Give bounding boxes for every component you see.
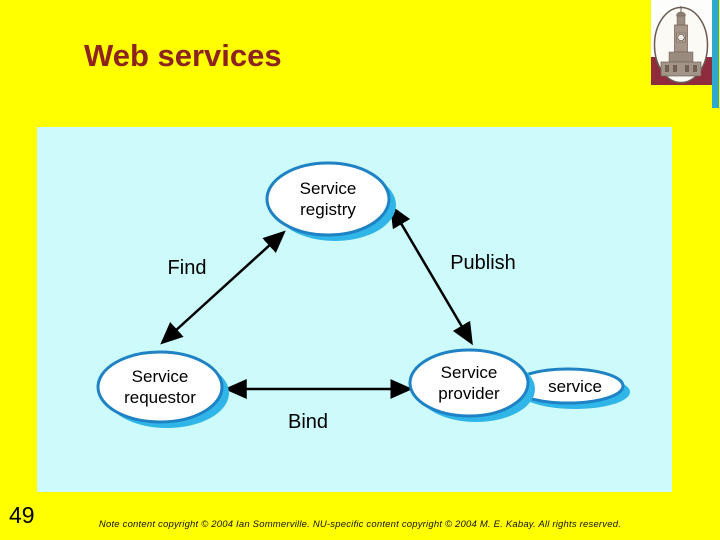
logo-blue-stripe xyxy=(712,0,719,108)
service-node-label: service xyxy=(548,377,602,396)
service-registry-node xyxy=(265,161,391,237)
service-provider-label-line1: Service xyxy=(441,363,498,382)
diagram-canvas: Find Publish Bind service Service provid… xyxy=(96,161,630,433)
find-label: Find xyxy=(168,257,207,279)
page-number: 49 xyxy=(9,502,35,528)
publish-arrow xyxy=(390,204,473,346)
university-seal-logo-graphic xyxy=(651,0,719,108)
service-requestor-node xyxy=(96,350,224,424)
university-seal-logo xyxy=(651,0,720,112)
web-services-diagram: Find Publish Bind service Service provid… xyxy=(37,127,672,492)
service-registry-label-line1: Service xyxy=(300,179,357,198)
find-arrow xyxy=(160,230,286,345)
slide-title: Web services xyxy=(84,38,282,73)
service-requestor-label-line2: requestor xyxy=(124,388,196,407)
bind-label: Bind xyxy=(288,411,328,433)
service-requestor-label-line1: Service xyxy=(132,367,189,386)
footer-copyright: Note content copyright © 2004 Ian Sommer… xyxy=(98,519,622,530)
clock-tower-icon xyxy=(660,6,702,77)
service-registry-label-line2: registry xyxy=(300,200,356,219)
service-provider-node xyxy=(408,348,530,418)
service-provider-label-line2: provider xyxy=(438,384,500,403)
publish-label: Publish xyxy=(450,252,516,274)
